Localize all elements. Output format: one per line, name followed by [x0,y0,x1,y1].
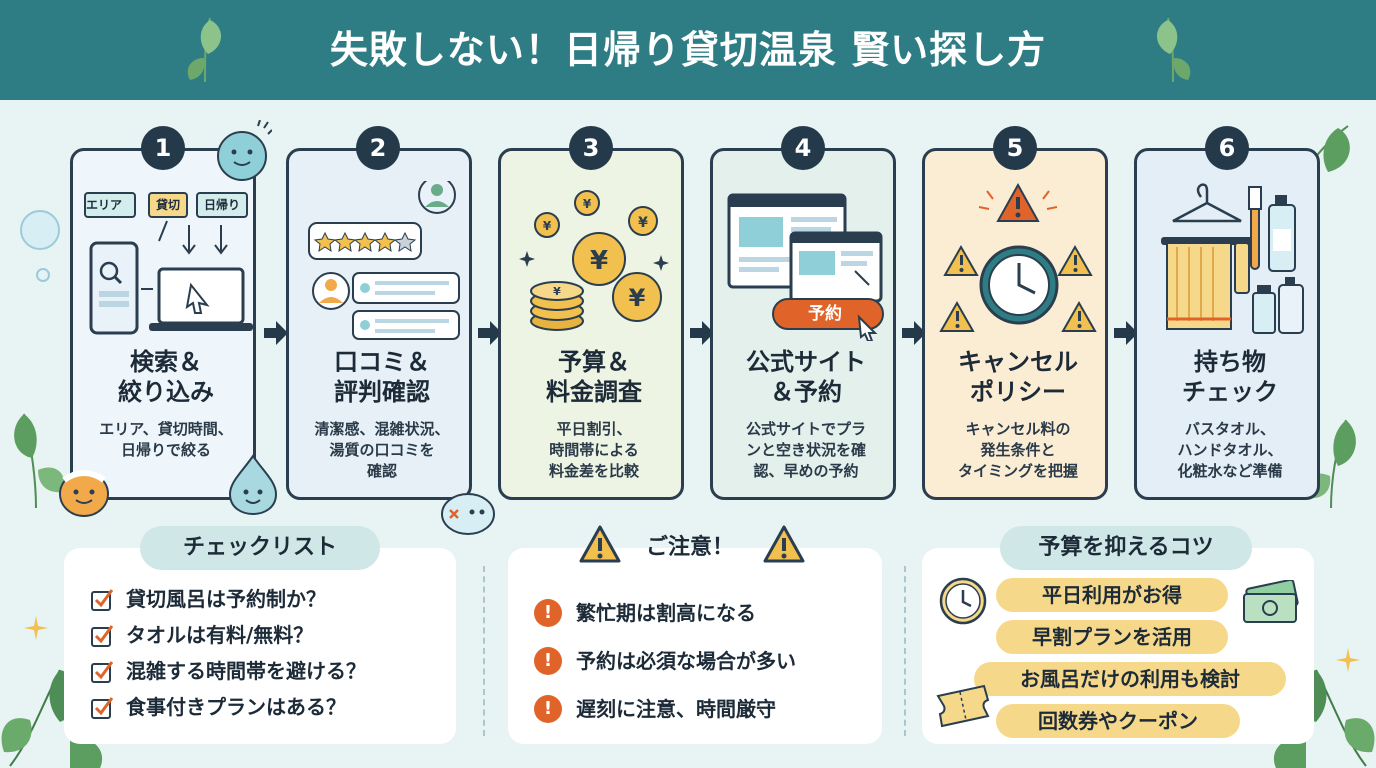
arrow-right-icon [264,321,288,345]
arrow-right-icon [902,321,926,345]
warning-icon [763,525,805,563]
tips-panel: 平日利用がお得 早割プランを活用 お風呂だけの利用も検討 回数券やクーポン [922,548,1314,744]
step-title: 予算＆ 料金調査 [546,348,642,406]
caution-title: ご注意！ [645,535,734,560]
sparkle-icon [1336,648,1360,672]
checklist-panel: 貸切風呂は予約制か？ タオルは有料/無料？ 混雑する時間帯を避ける？ 食事付きプ… [64,548,456,744]
reserve-button: 予約 [808,304,842,324]
exclamation-icon: ! [534,599,562,627]
step-card-3: ¥ ¥ ¥ ¥ ¥ ¥ 予算＆ 料金調査 平日割引、 時間帯による 料金差を比較 [498,148,684,500]
step-card-1: エリア 貸切 日帰り 検索＆ 絞り込み エリア、貸切時間、 日帰りで絞る [70,148,256,500]
ticket-icon [936,684,990,728]
step-number: 6 [1205,126,1249,170]
svg-text:¥: ¥ [553,285,561,298]
filter-tag-private: 貸切 [155,198,180,212]
step-title: 公式サイト ＆予約 [746,348,866,406]
checkbox-icon [91,589,114,611]
step-card-2: 口コミ＆ 評判確認 清潔感、混雑状況、 湯質の口コミを 確認 [286,148,472,500]
caution-panel: ! 繁忙期は割高になる ! 予約は必須な場合が多い ! 遅刻に注意、時間厳守 [508,548,882,744]
browser-illustration [727,193,884,341]
bubble-decoration [36,268,50,282]
tip-item: 平日利用がお得 [996,578,1228,612]
step-card-4: 予約 公式サイト ＆予約 公式サイトでプラ ンと空き状況を確 認、早めの予約 [710,148,896,500]
checkbox-icon [91,661,114,683]
sparkle-icon [24,616,48,640]
svg-text:¥: ¥ [583,197,592,211]
step-title: 口コミ＆ 評判確認 [334,348,430,406]
step-description: バスタオル、 ハンドタオル、 化粧水など準備 [1177,420,1283,480]
step-card-6: 持ち物 チェック バスタオル、 ハンドタオル、 化粧水など準備 [1134,148,1320,500]
cancel-policy-illustration [939,182,1097,332]
bubble-decoration [20,210,60,250]
section-divider [904,566,906,736]
step-number: 4 [781,126,825,170]
step-description: 公式サイトでプラ ンと空き状況を確 認、早めの予約 [745,420,866,480]
reviews-illustration [308,181,460,340]
leaf-icon [187,17,221,83]
step-description: 平日割引、 時間帯による 料金差を比較 [548,420,639,480]
step-number: 1 [141,126,185,170]
checklist-title: チェックリスト [140,526,380,570]
step-title: 持ち物 チェック [1182,348,1278,406]
header-bar [0,0,1376,100]
filter-tag-daytrip: 日帰り [203,198,240,212]
step-number: 5 [993,126,1037,170]
droplet-mascot-icon [228,454,278,516]
page-title: 失敗しない！日帰り貸切温泉 賢い探し方 [329,28,1047,72]
checkbox-icon [91,625,114,647]
checkbox-icon [91,697,114,719]
svg-text:¥: ¥ [638,215,648,231]
svg-text:¥: ¥ [590,246,608,276]
droplet-mascot-icon [59,470,109,517]
leaf-icon [1157,17,1191,83]
exclamation-icon: ! [534,695,562,723]
step-title: 検索＆ 絞り込み [118,348,214,406]
arrow-right-icon [690,321,714,345]
svg-text:¥: ¥ [629,284,646,312]
step-number: 2 [356,126,400,170]
clock-icon [939,577,987,625]
arrow-right-icon [478,321,502,345]
warning-icon [579,525,621,563]
svg-text:¥: ¥ [543,219,552,233]
step-description: キャンセル料の 発生条件と タイミングを把握 [957,420,1078,480]
tip-item: 早割プランを活用 [996,620,1228,654]
droplet-mascot-icon [217,120,272,181]
tip-item: お風呂だけの利用も検討 [974,662,1286,696]
coins-illustration: ¥ ¥ ¥ ¥ ¥ ¥ [519,190,669,331]
section-divider [483,566,485,736]
step-title: キャンセル ポリシー [958,348,1078,406]
money-icon [1243,580,1299,623]
tip-item: 回数券やクーポン [996,704,1240,738]
belongings-illustration [1161,183,1304,334]
exclamation-icon: ! [534,647,562,675]
step-card-5: キャンセル ポリシー キャンセル料の 発生条件と タイミングを把握 [922,148,1108,500]
step-description: エリア、貸切時間、 日帰りで絞る [99,420,233,459]
tips-title: 予算を抑えるコツ [1000,526,1252,570]
speech-bubble-icon [441,493,495,535]
leaf-icon [14,413,65,509]
search-illustration [84,192,253,335]
filter-tag-area: エリア [85,198,122,212]
step-description: 清潔感、混雑状況、 湯質の口コミを 確認 [314,420,450,480]
step-number: 3 [569,126,613,170]
arrow-right-icon [1114,321,1138,345]
